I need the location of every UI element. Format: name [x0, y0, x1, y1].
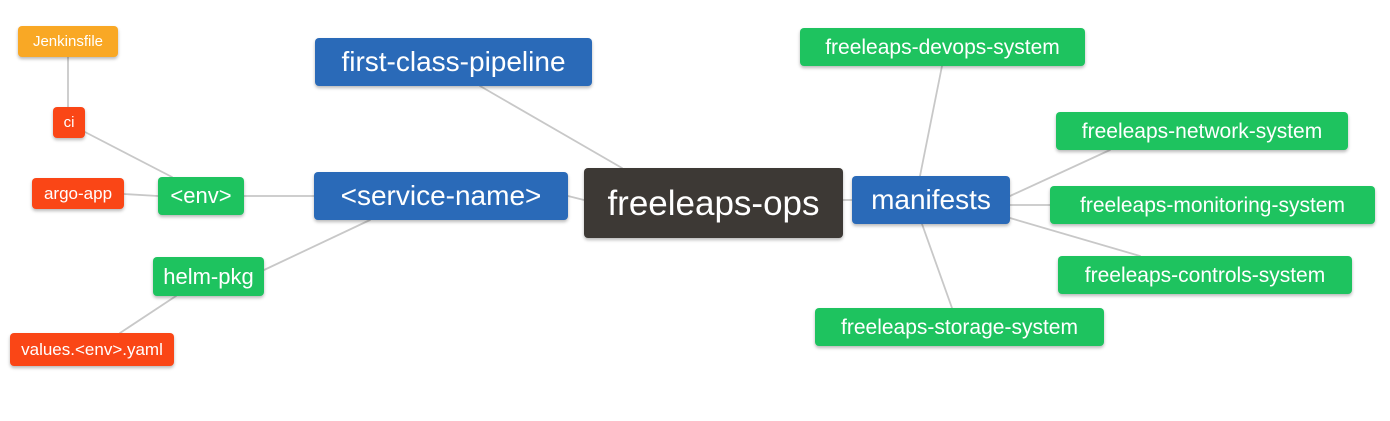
node-freeleaps-controls-system[interactable]: freeleaps-controls-system	[1058, 256, 1352, 294]
edge-manifests-to-freeleaps-storage-system	[921, 223, 953, 309]
node-label-service-name: <service-name>	[340, 180, 542, 211]
node-label-manifests: manifests	[871, 184, 991, 215]
node-freeleaps-devops-system[interactable]: freeleaps-devops-system	[800, 28, 1085, 66]
node-label-ci: ci	[63, 114, 75, 131]
node-label-values-yaml: values.<env>.yaml	[21, 340, 163, 359]
node-label-env: <env>	[170, 183, 232, 208]
node-label-freeleaps-storage-system: freeleaps-storage-system	[841, 315, 1078, 339]
edge-env-to-ci	[84, 131, 173, 178]
node-manifests[interactable]: manifests	[852, 176, 1010, 224]
edge-service-name-to-helm-pkg	[263, 219, 371, 271]
node-values-yaml[interactable]: values.<env>.yaml	[10, 333, 174, 366]
edge-freeleaps-ops-to-service-name	[567, 195, 585, 201]
edge-freeleaps-ops-to-first-class-pipeline	[479, 85, 623, 169]
node-helm-pkg[interactable]: helm-pkg	[153, 257, 264, 296]
node-label-freeleaps-monitoring-system: freeleaps-monitoring-system	[1080, 193, 1345, 217]
node-label-freeleaps-ops: freeleaps-ops	[607, 183, 820, 223]
node-label-jenkinsfile: Jenkinsfile	[32, 33, 104, 50]
node-label-freeleaps-controls-system: freeleaps-controls-system	[1084, 263, 1326, 287]
node-first-class-pipeline[interactable]: first-class-pipeline	[315, 38, 592, 86]
node-freeleaps-storage-system[interactable]: freeleaps-storage-system	[815, 308, 1104, 346]
node-freeleaps-monitoring-system[interactable]: freeleaps-monitoring-system	[1050, 186, 1375, 224]
node-env[interactable]: <env>	[158, 177, 244, 215]
node-label-first-class-pipeline: first-class-pipeline	[341, 46, 566, 77]
node-ci[interactable]: ci	[53, 107, 85, 138]
node-jenkinsfile[interactable]: Jenkinsfile	[18, 26, 118, 57]
edge-helm-pkg-to-values-yaml	[119, 295, 177, 334]
node-label-freeleaps-network-system: freeleaps-network-system	[1081, 119, 1323, 143]
node-label-freeleaps-devops-system: freeleaps-devops-system	[825, 35, 1060, 59]
node-freeleaps-ops[interactable]: freeleaps-ops	[584, 168, 843, 238]
node-service-name[interactable]: <service-name>	[314, 172, 568, 220]
node-label-helm-pkg: helm-pkg	[163, 263, 254, 289]
edge-manifests-to-freeleaps-devops-system	[919, 65, 943, 177]
node-label-argo-app: argo-app	[43, 184, 113, 203]
edge-env-to-argo-app	[123, 193, 159, 197]
node-freeleaps-network-system[interactable]: freeleaps-network-system	[1056, 112, 1348, 150]
node-argo-app[interactable]: argo-app	[32, 178, 124, 209]
